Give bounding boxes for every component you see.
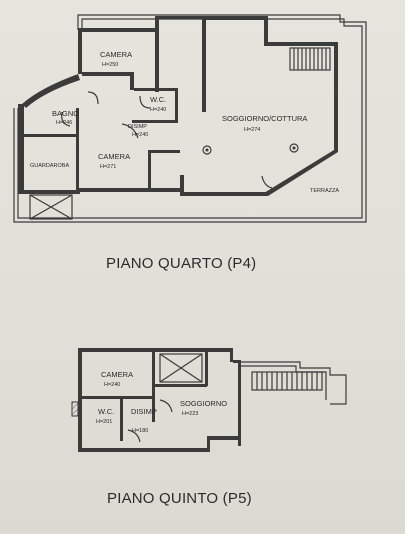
wall xyxy=(152,350,155,422)
wall-hatched xyxy=(71,401,79,417)
wall xyxy=(233,360,241,363)
wall xyxy=(78,28,82,74)
wall xyxy=(18,190,80,194)
wall xyxy=(18,104,24,194)
room-label-guardaroba: GUARDAROBA xyxy=(30,163,69,169)
room-label-disimp: DISIMP xyxy=(128,124,147,130)
door-swing xyxy=(87,91,99,105)
wall xyxy=(130,72,134,90)
wall-curved xyxy=(22,74,80,108)
wall xyxy=(207,436,241,440)
room-height: H=223 xyxy=(182,411,198,417)
floor4-title: PIANO QUARTO (P4) xyxy=(106,255,257,272)
wall xyxy=(78,348,233,352)
wall xyxy=(175,88,178,122)
room-label-wc: W.C. xyxy=(150,95,166,104)
wall xyxy=(78,28,158,32)
elevator-shaft xyxy=(29,194,73,220)
room-height: H=246 xyxy=(56,120,72,126)
room-label-camera: CAMERA xyxy=(101,370,133,379)
wall xyxy=(264,42,338,46)
wall xyxy=(230,348,233,362)
wall xyxy=(180,192,268,196)
floor4-perimeter xyxy=(13,14,367,223)
door-swing xyxy=(261,175,273,189)
door-swing xyxy=(127,429,141,443)
column xyxy=(202,145,212,155)
wall xyxy=(78,348,82,452)
wall xyxy=(238,360,241,446)
floor4-plan: CAMERA H=250 BAGNO H=246 W.C. H=240 DISI… xyxy=(13,14,367,223)
room-height: H=240 xyxy=(132,132,148,138)
door-swing xyxy=(159,399,173,413)
column xyxy=(292,146,296,150)
wall xyxy=(132,120,178,123)
room-height: H=240 xyxy=(104,382,120,388)
room-label-wc: W.C. xyxy=(98,407,114,416)
wall xyxy=(82,396,152,399)
wall xyxy=(78,448,210,452)
room-label-terrazza: TERRAZZA xyxy=(310,188,339,194)
wall xyxy=(334,42,338,152)
wall xyxy=(180,175,184,196)
elevator-cross xyxy=(159,353,203,383)
wall xyxy=(207,436,210,452)
floor5-staircase xyxy=(241,361,347,405)
wall xyxy=(134,88,178,91)
room-label-bagno: BAGNO xyxy=(52,109,79,118)
wall xyxy=(24,134,76,137)
floor4-staircase xyxy=(289,47,331,71)
floor5-title: PIANO QUINTO (P5) xyxy=(107,490,252,507)
wall xyxy=(205,350,208,386)
wall xyxy=(264,16,268,44)
wall xyxy=(155,16,205,19)
door-swing xyxy=(139,95,151,109)
wall-diagonal xyxy=(264,150,338,196)
room-label-soggiorno-cottura: SOGGIORNO/COTTURA xyxy=(222,114,307,123)
floor5-plan: CAMERA H=240 W.C. H=201 DISIMP H=180 SOG… xyxy=(71,348,347,452)
room-height: H=201 xyxy=(96,419,112,425)
elevator-cross xyxy=(29,194,73,220)
elevator-shaft xyxy=(159,353,203,383)
wall xyxy=(76,108,79,192)
wall xyxy=(155,16,159,92)
room-label-camera: CAMERA xyxy=(98,152,130,161)
room-height: H=240 xyxy=(150,107,166,113)
room-label-disimp: DISIMP xyxy=(131,407,157,416)
room-label-soggiorno: SOGGIORNO xyxy=(180,399,227,408)
room-height: H=271 xyxy=(100,164,116,170)
room-label-camera: CAMERA xyxy=(100,50,132,59)
wall xyxy=(148,150,151,190)
door-swing xyxy=(61,111,71,127)
wall xyxy=(206,16,268,20)
column xyxy=(289,143,299,153)
wall xyxy=(155,384,207,387)
wall xyxy=(82,72,132,76)
floor4-perimeter-inner xyxy=(17,18,363,219)
door-swing xyxy=(121,123,139,139)
room-height: H=180 xyxy=(132,428,148,434)
room-height: H=274 xyxy=(244,127,260,133)
wall xyxy=(76,188,184,192)
wall xyxy=(202,16,206,112)
wall xyxy=(148,150,180,153)
wall xyxy=(120,399,123,441)
room-height: H=250 xyxy=(102,62,118,68)
column xyxy=(205,148,209,152)
